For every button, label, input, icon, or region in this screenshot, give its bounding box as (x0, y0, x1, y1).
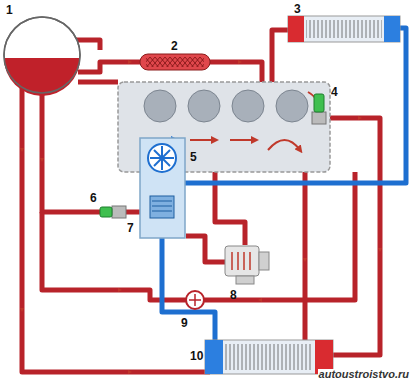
callout-number: 1 (6, 4, 13, 16)
pump-housing (140, 138, 185, 238)
cooler-unit (225, 246, 269, 284)
engine-block (118, 82, 330, 172)
callout-number: 3 (294, 3, 301, 15)
callout-number: 7 (127, 222, 134, 234)
main-radiator (205, 340, 333, 374)
auxiliary-pump (186, 291, 204, 309)
callout-number: 8 (230, 289, 237, 301)
cold-pipes (162, 28, 406, 342)
coolant-sensor (100, 206, 126, 218)
callout-number: 4 (331, 86, 338, 98)
callout-number: 6 (90, 192, 97, 204)
callout-number: 10 (190, 350, 203, 362)
flow-arrows (22, 62, 406, 372)
temperature-sensor (312, 94, 326, 124)
expansion-tank (4, 17, 80, 96)
heater-core (288, 16, 400, 42)
callout-number: 5 (190, 151, 197, 163)
callout-number: 2 (171, 40, 178, 52)
heat-exchanger (140, 54, 210, 70)
hot-pipes (22, 30, 380, 372)
watermark: autoustroistvo.ru (318, 369, 410, 380)
callout-number: 9 (181, 317, 188, 329)
